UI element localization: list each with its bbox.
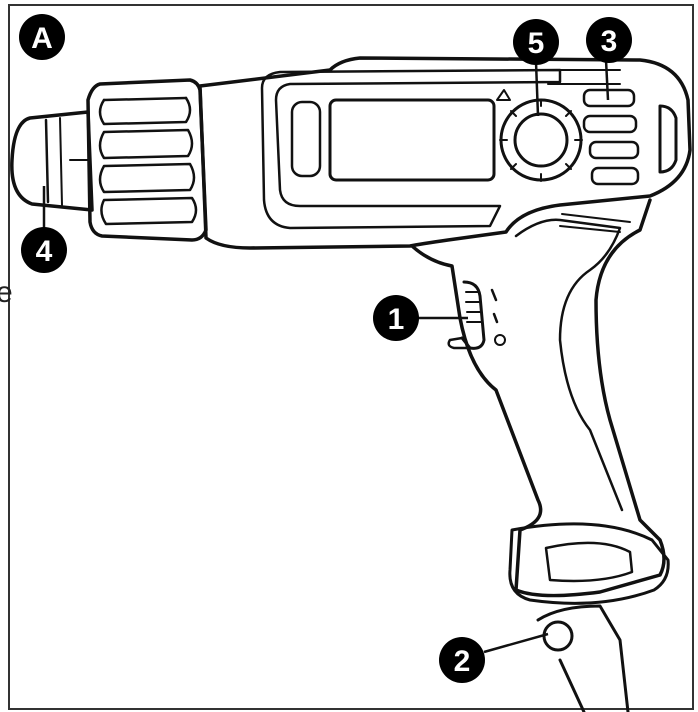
panel-label: A <box>31 22 53 55</box>
handle <box>410 198 666 598</box>
callout-badge-4: 4 <box>21 227 67 273</box>
hanging-loop <box>542 620 574 652</box>
leader-3 <box>604 59 610 101</box>
display-window <box>328 98 496 182</box>
stray-letter: e <box>0 276 13 309</box>
callout-number-1: 1 <box>388 303 405 336</box>
grip-base <box>508 522 670 605</box>
panel-label-badge: A <box>19 14 65 60</box>
callout-badge-3: 3 <box>586 17 632 63</box>
rear-cap <box>658 104 678 174</box>
heat-gun-drawing <box>10 56 692 712</box>
trigger <box>460 280 486 350</box>
callout-badge-5: 5 <box>513 19 559 65</box>
callout-number-5: 5 <box>528 27 545 60</box>
leader-5 <box>534 61 540 117</box>
air-vent <box>582 88 636 108</box>
power-cord <box>536 604 630 712</box>
callout-number-3: 3 <box>601 25 618 58</box>
figure-border <box>8 4 694 710</box>
temperature-dial <box>513 112 569 168</box>
callout-badge-2: 2 <box>439 637 485 683</box>
callout-badge-1: 1 <box>373 295 419 341</box>
side-slot <box>290 100 322 178</box>
nozzle-tip <box>10 110 94 212</box>
callout-number-4: 4 <box>36 235 53 268</box>
leader-2 <box>483 632 549 654</box>
callout-number-2: 2 <box>454 645 471 678</box>
callout-leaders <box>42 59 610 654</box>
